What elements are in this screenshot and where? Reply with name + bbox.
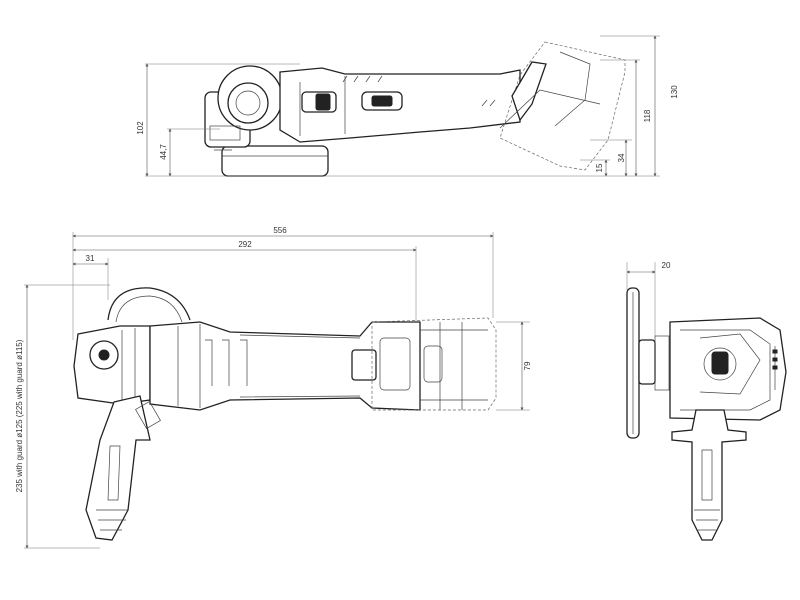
dim-556: 556	[273, 226, 287, 235]
flange	[638, 339, 656, 385]
top-view: 102 44,7 130 118 34 15	[136, 35, 679, 177]
dim-handle-span: 235 with guard ø125 (225 with guard ø115…	[15, 339, 24, 492]
dim-20: 20	[662, 261, 671, 270]
side-handle-side	[671, 409, 747, 541]
wheel-guard	[107, 287, 191, 321]
disc-guard	[221, 145, 329, 177]
spindle-knob	[227, 82, 269, 124]
dim-44-7: 44,7	[159, 144, 168, 160]
lock-button	[315, 93, 331, 111]
paddle-switch	[351, 349, 377, 381]
dim-102: 102	[136, 121, 145, 135]
dim-292: 292	[238, 240, 252, 249]
side-view: 20	[626, 261, 787, 541]
dim-34: 34	[617, 153, 626, 162]
side-handle	[85, 395, 151, 541]
battery-pack-front	[371, 317, 497, 411]
dim-15: 15	[595, 163, 604, 172]
front-view: 556 292 31 79 235 with guard ø125 (225 w…	[15, 226, 532, 549]
dim-31: 31	[86, 254, 95, 263]
dim-130: 130	[670, 85, 679, 99]
dim-79: 79	[523, 361, 532, 370]
dim-118: 118	[643, 109, 652, 122]
